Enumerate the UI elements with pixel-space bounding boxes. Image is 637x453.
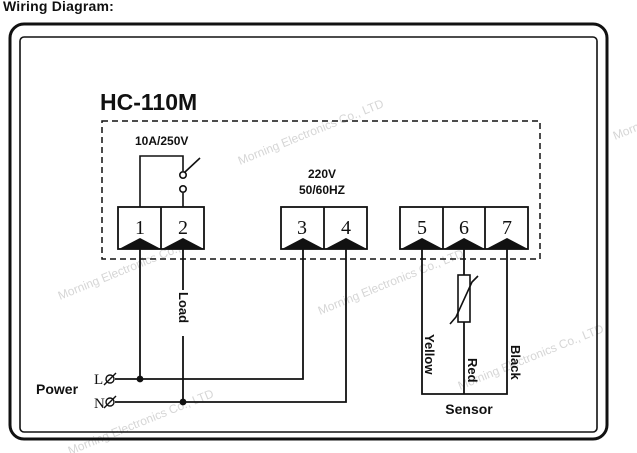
controller-boundary <box>101 120 541 260</box>
terminal-1-arrow <box>119 238 161 249</box>
outer-frame <box>8 22 609 441</box>
terminal-2-label: 2 <box>178 217 188 239</box>
terminal-6-label: 6 <box>459 217 469 239</box>
terminal-5-arrow <box>401 238 443 249</box>
terminal-4-label: 4 <box>341 217 351 239</box>
sensor-wiring <box>421 249 508 395</box>
wire-red-label: Red <box>465 358 480 383</box>
line-label: L <box>94 372 103 388</box>
supply-voltage: 220V <box>308 167 336 181</box>
thermistor-icon <box>449 274 479 325</box>
terminal-2-arrow <box>162 238 204 249</box>
neutral-terminal-symbol <box>103 395 117 409</box>
line-terminal-symbol <box>103 372 117 386</box>
terminal-4-arrow <box>325 238 367 249</box>
terminal-5-label: 5 <box>417 217 427 239</box>
model-title: HC-110M <box>100 89 197 115</box>
junction-dot-line <box>136 375 144 383</box>
inner-frame <box>19 36 598 433</box>
terminal-6-arrow <box>444 238 485 249</box>
load-label: Load <box>176 292 191 323</box>
terminal-7-label: 7 <box>502 217 512 239</box>
terminal-3-label: 3 <box>297 217 307 239</box>
supply-frequency: 50/60HZ <box>299 183 345 197</box>
watermark-6: Morning Electronics Co., LTD <box>611 71 637 142</box>
page-title: Wiring Diagram: <box>3 0 114 14</box>
terminal-7-arrow <box>486 238 528 249</box>
wire-yellow-label: Yellow <box>422 334 437 375</box>
relay-switch <box>139 155 201 207</box>
terminal-1-label: 1 <box>135 217 145 239</box>
power-label: Power <box>36 381 79 397</box>
terminal-block-relay: 1 2 <box>117 206 205 250</box>
power-wiring <box>115 249 347 403</box>
terminal-block-sensor: 5 6 7 <box>399 206 529 250</box>
watermark-2: Morning Electronics Co., LTD <box>316 246 466 317</box>
junction-dot-neutral <box>179 398 187 406</box>
relay-rating: 10A/250V <box>135 134 188 148</box>
watermark-1: Morning Electronics Co., LTD <box>236 96 386 167</box>
watermark-5: Morning Electronics Co., LTD <box>66 386 216 453</box>
wire-black-label: Black <box>508 345 523 380</box>
neutral-label: N <box>94 396 105 412</box>
sensor-label: Sensor <box>445 401 493 417</box>
terminal-3-arrow <box>282 238 324 249</box>
terminal-block-power: 3 4 <box>280 206 368 250</box>
